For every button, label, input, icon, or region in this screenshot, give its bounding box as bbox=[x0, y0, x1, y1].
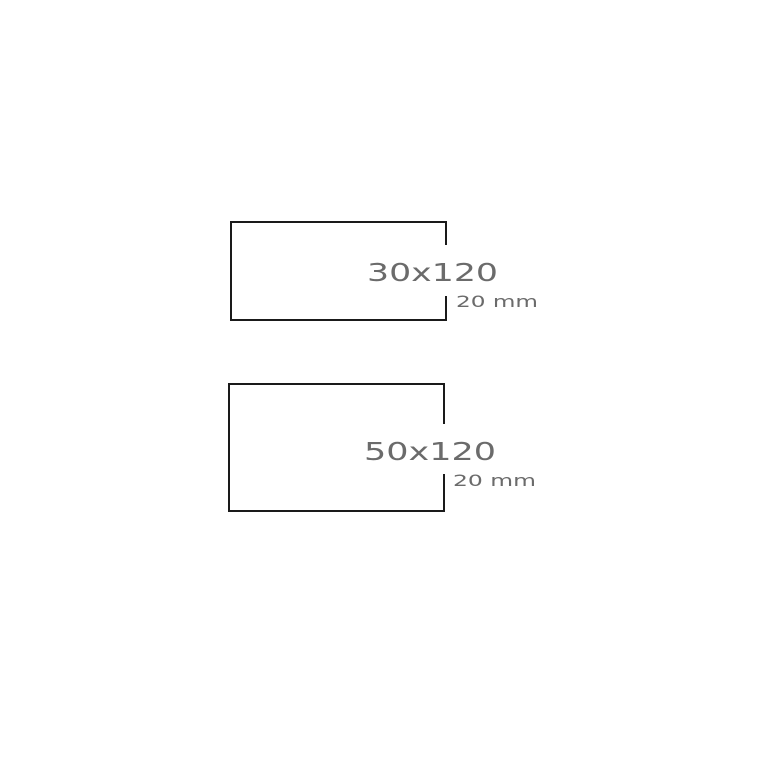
thickness-label: 20 mm bbox=[456, 292, 538, 311]
thickness-label: 20 mm bbox=[453, 471, 536, 490]
profile-outline bbox=[228, 383, 445, 512]
profile-outline bbox=[230, 221, 447, 321]
profile-30x120: 30x120 20 mm bbox=[230, 221, 538, 321]
size-label: 30x120 bbox=[367, 258, 498, 287]
profile-50x120: 50x120 20 mm bbox=[228, 383, 536, 512]
size-label: 50x120 bbox=[364, 437, 496, 466]
